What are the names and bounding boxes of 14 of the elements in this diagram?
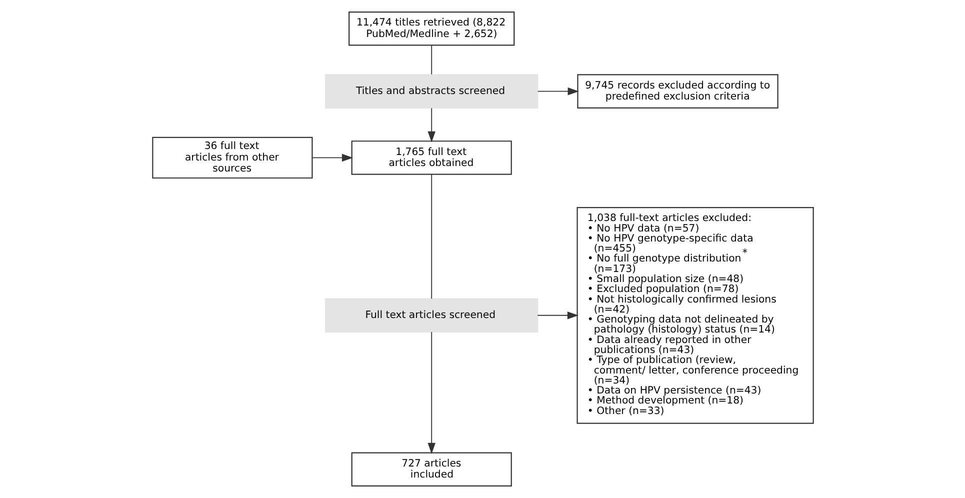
arrow xyxy=(536,312,578,320)
node-box: 1,765 full text articles obtained xyxy=(350,140,512,175)
arrow xyxy=(427,108,435,142)
node-box: 36 full text articles from other sources xyxy=(152,136,312,179)
arrow xyxy=(312,154,353,162)
node-box: Full text articles screened xyxy=(324,298,538,333)
node-box: 11,474 titles retrieved (8,822 PubMed/Medline + 2,652) xyxy=(348,11,514,46)
node-box: Titles and abstracts screened xyxy=(324,74,538,108)
connector xyxy=(430,45,432,75)
node-box: 727 articles included xyxy=(350,452,512,487)
node-box: 9,745 records excluded according to predefined exclusion criteria xyxy=(576,74,778,108)
arrow xyxy=(536,87,578,96)
connector xyxy=(430,174,432,300)
arrow xyxy=(427,332,435,454)
